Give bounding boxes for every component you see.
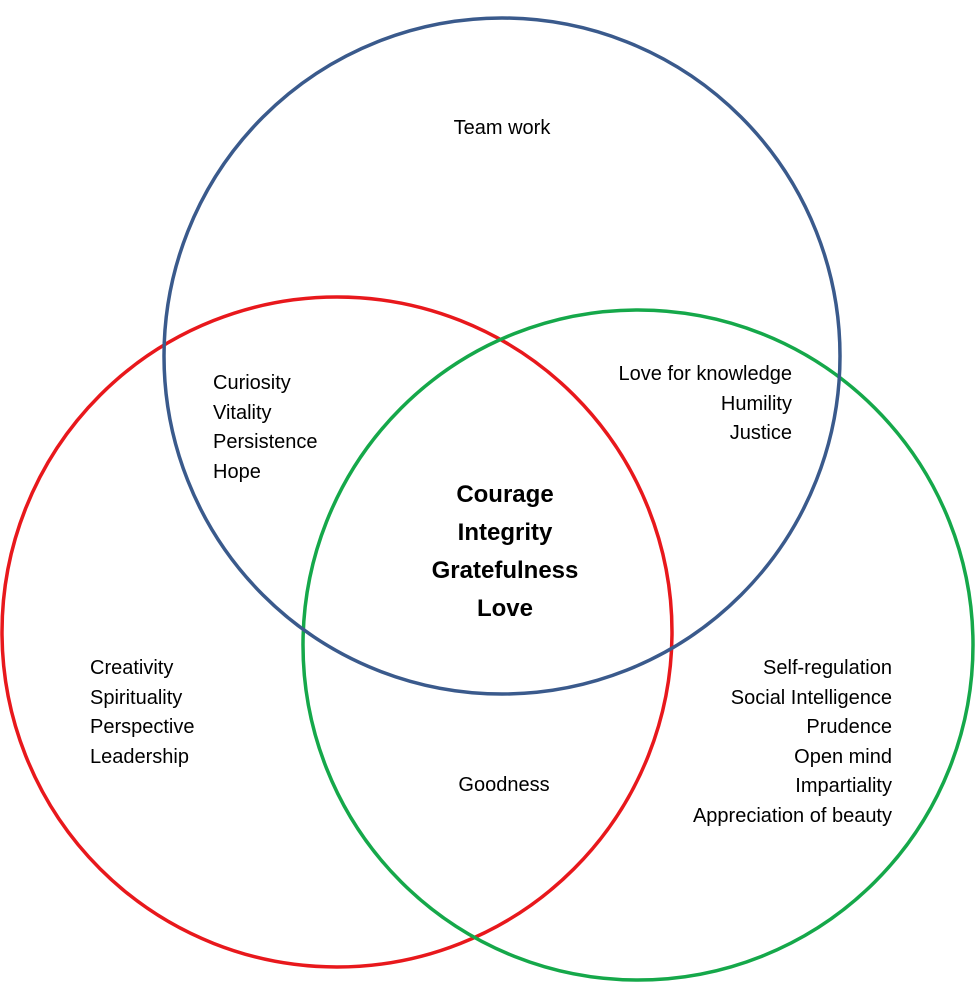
region-item: Integrity bbox=[457, 519, 553, 546]
region-item: Courage bbox=[456, 481, 554, 508]
region-item: Prudence bbox=[806, 716, 892, 738]
region-item: Humility bbox=[720, 392, 792, 415]
region-left-only: Creativity Spirituality Perspective Lead… bbox=[90, 654, 195, 772]
region-item: Love for knowledge bbox=[618, 363, 792, 385]
region-item: Creativity bbox=[90, 657, 174, 679]
region-item: Leadership bbox=[90, 745, 189, 768]
region-item: Open mind bbox=[794, 745, 892, 768]
region-left-right-overlap: Goodness bbox=[384, 771, 624, 801]
region-item: Vitality bbox=[213, 401, 272, 424]
region-item: Self-regulation bbox=[763, 657, 892, 679]
region-item: Social Intelligence bbox=[730, 686, 892, 709]
left-circle bbox=[0, 295, 674, 969]
region-item: Hope bbox=[213, 460, 261, 483]
region-item: Goodness bbox=[458, 774, 550, 796]
region-center-all: Courage Integrity Gratefulness Love bbox=[380, 476, 630, 628]
region-top-left-overlap: Curiosity Vitality Persistence Hope bbox=[213, 369, 318, 487]
region-item: Team work bbox=[453, 117, 551, 139]
region-right-only: Self-regulation Social Intelligence Prud… bbox=[600, 654, 892, 831]
region-item: Perspective bbox=[90, 716, 195, 738]
region-item: Justice bbox=[729, 422, 792, 444]
region-item: Curiosity bbox=[213, 372, 291, 394]
region-item: Impartiality bbox=[795, 775, 892, 797]
top-circle bbox=[162, 16, 842, 696]
region-item: Appreciation of beauty bbox=[692, 804, 892, 827]
region-item: Persistence bbox=[213, 431, 318, 453]
region-item: Love bbox=[476, 595, 533, 622]
right-circle bbox=[301, 308, 975, 982]
region-top-only: Team work bbox=[402, 114, 602, 144]
region-item: Gratefulness bbox=[431, 557, 579, 584]
region-top-right-overlap: Love for knowledge Humility Justice bbox=[560, 360, 792, 449]
region-item: Spirituality bbox=[90, 686, 183, 709]
